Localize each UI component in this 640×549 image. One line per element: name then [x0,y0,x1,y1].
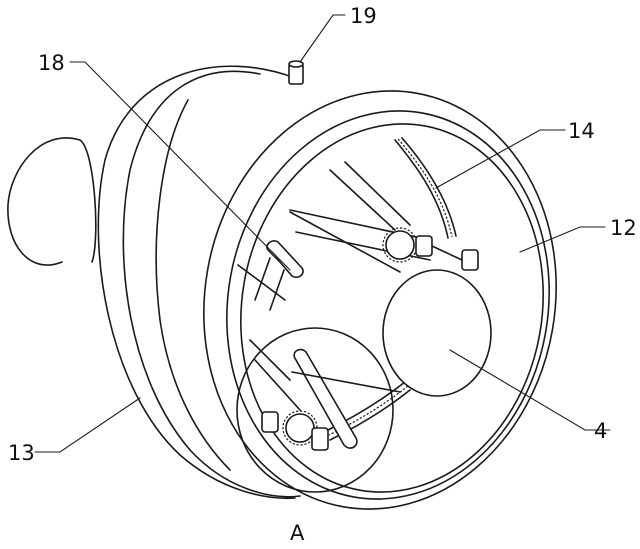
upper-gear [382,227,479,271]
central-shaft [289,211,492,397]
slotted-slider-upper [254,240,304,311]
label-19: 19 [350,4,377,28]
label-13: 13 [8,441,35,465]
leader-lines [34,14,611,453]
slotted-slider-lower [293,348,358,449]
label-12: 12 [610,216,637,240]
rear-hub [7,137,97,266]
label-a: A [290,521,305,545]
detail-circle-a [236,327,394,493]
label-14: 14 [568,119,595,143]
label-18: 18 [38,51,65,75]
front-rim [203,90,557,510]
top-pin [288,60,304,85]
lower-gear [261,410,329,451]
label-4: 4 [594,419,607,443]
outer-housing [97,65,301,500]
